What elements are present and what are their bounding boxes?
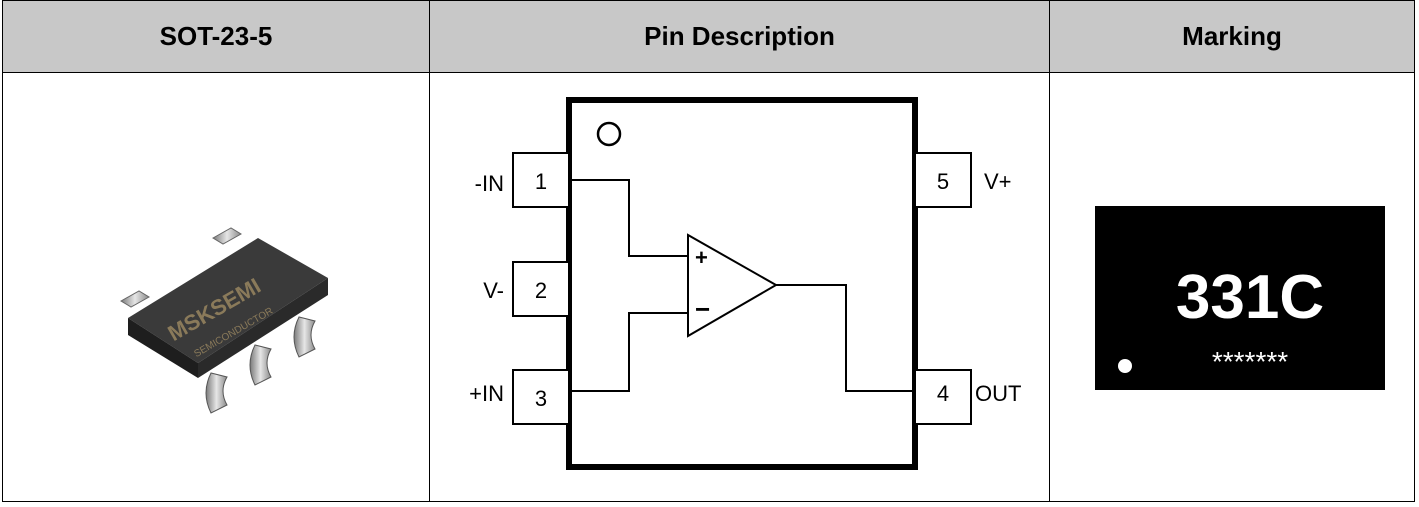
lead [212,227,242,245]
pin-box-1 [512,152,570,208]
pin1-indicator-circle [596,121,622,147]
chip-top [128,238,328,363]
lead [120,290,150,308]
pin-box-3 [512,369,570,425]
header-package: SOT-23-5 [3,1,429,73]
marking-chip-body [1095,206,1385,390]
lead [249,344,272,386]
marking-stars: ******* [1212,346,1288,377]
chip-side [128,318,198,378]
pin-number-3: 3 [535,386,547,411]
pin-number-4: 4 [937,381,949,406]
wire-in-plus [569,312,688,392]
pin-number-2: 2 [535,278,547,303]
opamp-minus-label: − [695,294,710,324]
sot23-5-package-image: MSKSEMI SEMICONDUCTOR [120,227,328,414]
package-image-cell: MSKSEMI SEMICONDUCTOR [3,73,429,502]
marking-code: 331C [1176,263,1324,332]
pin-name-4: OUT [975,381,1021,406]
pin-name-5: V+ [984,169,1012,194]
pin-diagram: 1 2 3 4 5 -IN V- +IN OUT V+ + − [469,97,1021,470]
opamp-plus-label: + [695,245,708,270]
column-divider [429,1,430,501]
pin-number-5: 5 [937,169,949,194]
lead [293,316,316,358]
pin-box-5 [914,152,972,208]
wire-out [776,284,915,392]
header-marking: Marking [1050,1,1414,73]
pin-name-2: V- [483,278,504,303]
column-divider [1049,1,1050,501]
wire-in-minus [569,179,688,257]
chip-front [198,278,328,378]
pin-diagram-cell: 1 2 3 4 5 -IN V- +IN OUT V+ + − [430,73,1049,502]
header-pin-description: Pin Description [430,1,1049,73]
pin-name-1: -IN [475,171,504,196]
pin-box-4 [914,369,972,425]
marking-diagram: 331C ******* [1095,206,1385,390]
pin-name-3: +IN [469,381,504,406]
pin-box-2 [512,261,570,317]
pin1-dot-icon [1118,359,1132,373]
marking-cell: 331C ******* [1050,73,1414,502]
pin-number-1: 1 [535,169,547,194]
opamp-symbol [687,233,779,338]
lead [205,372,228,414]
